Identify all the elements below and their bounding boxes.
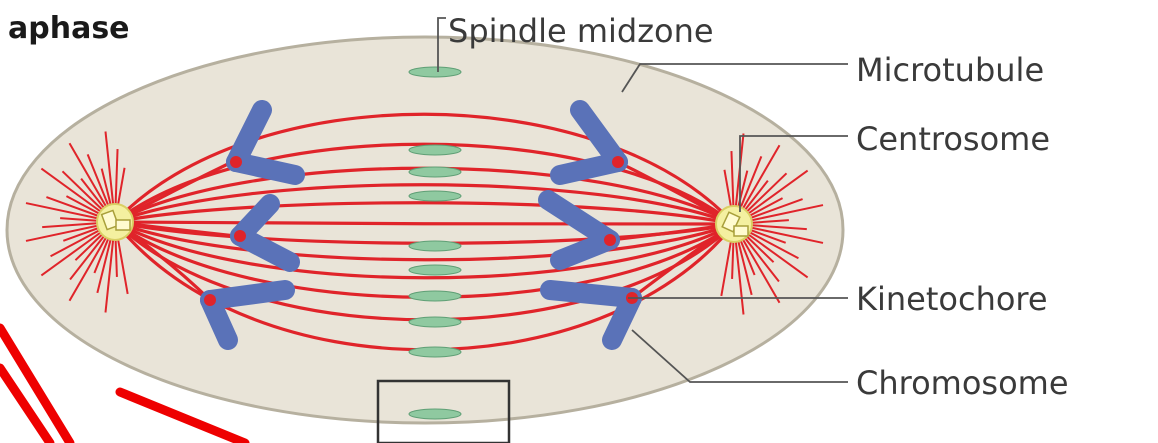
label-centrosome: Centrosome — [856, 120, 1050, 158]
midzone-overlap — [409, 191, 461, 201]
midzone-overlap — [409, 347, 461, 357]
kinetochore — [612, 156, 624, 168]
midzone-overlap — [409, 241, 461, 251]
label-spindle-midzone: Spindle midzone — [448, 12, 714, 50]
midzone-overlap — [409, 317, 461, 327]
midzone-overlap — [409, 167, 461, 177]
centrosome-right — [716, 206, 752, 242]
midzone-overlap — [409, 67, 461, 77]
chromosome-arm — [210, 290, 285, 300]
midzone-overlap — [409, 265, 461, 275]
midzone-overlap — [409, 291, 461, 301]
panel-title: aphase — [8, 11, 130, 46]
kinetochore — [604, 234, 616, 246]
kinetochore — [234, 230, 246, 242]
chromosome-arm — [550, 290, 632, 298]
centrosome-left — [97, 204, 133, 240]
label-kinetochore: Kinetochore — [856, 280, 1048, 318]
midzone-overlap — [409, 409, 461, 419]
kinetochore — [230, 156, 242, 168]
kinetochore — [204, 294, 216, 306]
chromosome-arm — [560, 162, 618, 175]
label-microtubule: Microtubule — [856, 51, 1044, 89]
label-chromosome: Chromosome — [856, 364, 1069, 402]
chromosome-arm — [236, 162, 295, 175]
midzone-overlap — [409, 145, 461, 155]
